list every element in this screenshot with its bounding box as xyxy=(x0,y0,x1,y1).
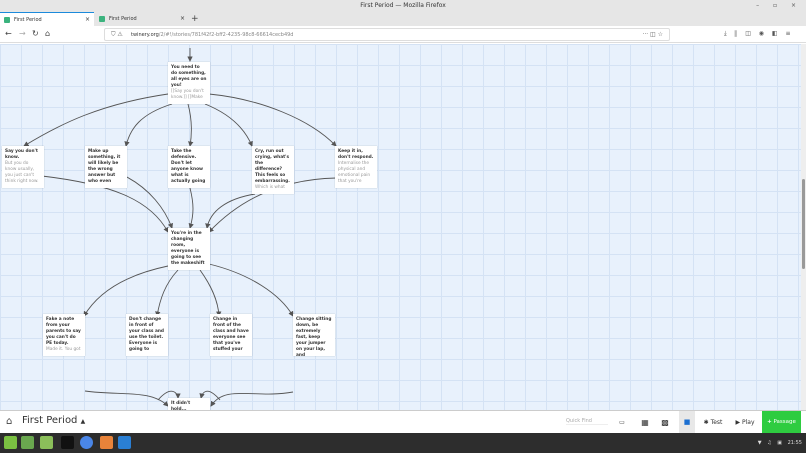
tab-strip: First Period × First Period × xyxy=(0,12,806,26)
passage-card[interactable]: Make up something, it will likely be the… xyxy=(85,146,127,188)
tab-label: First Period xyxy=(109,16,137,22)
url-host: twinery.org xyxy=(131,32,159,38)
firefox-icon[interactable] xyxy=(100,436,113,449)
bug-icon: ✱ xyxy=(703,419,709,426)
terminal-icon[interactable] xyxy=(61,436,74,449)
passage-card[interactable]: Fake a note from your parents to say you… xyxy=(43,314,85,356)
mint-menu-icon[interactable] xyxy=(4,436,17,449)
chromium-icon[interactable] xyxy=(80,436,93,449)
twine-favicon-icon xyxy=(4,17,10,23)
passage-card[interactable]: Don't change in front of your class and … xyxy=(126,314,168,356)
url-bar[interactable]: ⛉ ⚠ twinery.org/2/#!/stories/781f42f2-bff… xyxy=(104,28,670,41)
passage-card[interactable]: You need to do something, all eyes are o… xyxy=(168,62,210,104)
quick-find-input[interactable]: Quick Find xyxy=(566,418,608,425)
close-tab-icon[interactable]: × xyxy=(84,16,90,23)
passage-title: Keep it in, don't respond. xyxy=(338,149,374,160)
add-passage-label: Passage xyxy=(773,419,796,425)
home-button[interactable]: ⌂ xyxy=(45,29,51,38)
reload-button[interactable]: ↻ xyxy=(32,29,39,38)
passage-title: You're in the changing room, everyone is… xyxy=(171,231,205,266)
story-toolbar: ⌂ First Period ▲ Quick Find ▭ ▦ ▩ ■ ✱ Te… xyxy=(0,410,806,434)
tracking-shield-icon[interactable]: ⛉ ⚠ xyxy=(111,31,123,38)
tab-first-period-1[interactable]: First Period × xyxy=(0,12,94,26)
show-desktop-icon[interactable] xyxy=(21,436,34,449)
passage-excerpt: But you do know usually, you just can't … xyxy=(5,161,39,184)
test-button[interactable]: ✱ Test xyxy=(700,411,726,434)
passage-links xyxy=(23,48,337,407)
twine-favicon-icon xyxy=(99,16,105,22)
tray-icons[interactable]: ▼ ♫ ▣ xyxy=(757,440,782,446)
passage-card[interactable]: You're in the changing room, everyone is… xyxy=(168,228,210,270)
vscode-icon[interactable] xyxy=(118,436,131,449)
window-title: First Period — Mozilla Firefox xyxy=(360,2,446,9)
play-label: Play xyxy=(742,419,755,426)
passage-title: Don't change in front of your class and … xyxy=(129,317,164,352)
story-map-canvas[interactable]: You need to do something, all eyes are o… xyxy=(0,44,806,410)
nav-toolbar: ← → ↻ ⌂ ⛉ ⚠ twinery.org/2/#!/stories/781f… xyxy=(0,26,806,43)
home-icon[interactable]: ⌂ xyxy=(6,416,13,427)
tab-label: First Period xyxy=(14,17,42,23)
highlight-passages-icon[interactable]: ▭ xyxy=(619,419,625,426)
play-icon: ▶ xyxy=(735,419,741,426)
passage-card[interactable]: Change in front of the class and have ev… xyxy=(210,314,252,356)
window-controls[interactable]: – ▫ × xyxy=(756,2,802,9)
passage-title: Make up something, it will likely be the… xyxy=(88,149,121,184)
zoom-medium-grid-icon[interactable]: ▩ xyxy=(661,418,669,427)
passage-card[interactable]: It didn't hold... xyxy=(168,398,210,410)
new-tab-button[interactable]: + xyxy=(191,14,199,24)
back-button[interactable]: ← xyxy=(5,29,12,38)
passage-card[interactable]: Take the defensive. Don't let anyone kno… xyxy=(168,146,210,188)
play-button[interactable]: ▶ Play xyxy=(732,411,758,434)
passage-card[interactable]: Change sitting down, be extremely fast, … xyxy=(293,314,335,356)
scrollbar-thumb[interactable] xyxy=(802,179,805,269)
story-title-menu[interactable]: First Period ▲ xyxy=(22,415,85,426)
close-tab-icon[interactable]: × xyxy=(179,15,185,22)
plus-icon: + xyxy=(767,419,772,425)
passage-card[interactable]: Say you don't know.But you do know usual… xyxy=(2,146,44,188)
page-actions-icons[interactable]: ··· ◫ ☆ xyxy=(642,31,663,38)
passage-title: Take the defensive. Don't let anyone kno… xyxy=(171,149,206,184)
test-label: Test xyxy=(710,419,723,426)
tab-first-period-2[interactable]: First Period × xyxy=(95,12,189,26)
system-tray[interactable]: ▼ ♫ ▣ 21:55 xyxy=(758,433,802,453)
passage-title: Fake a note from your parents to say you… xyxy=(46,317,81,346)
passage-excerpt: Made it. You got xyxy=(46,347,81,352)
files-icon[interactable] xyxy=(40,436,53,449)
window-titlebar: First Period — Mozilla Firefox – ▫ × xyxy=(0,0,806,12)
passage-title: Change sitting down, be extremely fast, … xyxy=(296,317,332,356)
vertical-scrollbar[interactable] xyxy=(801,44,806,410)
passage-card[interactable]: Keep it in, don't respond.Internalise th… xyxy=(335,146,377,188)
passage-excerpt: Internalise the physical and emotional p… xyxy=(338,161,371,184)
passage-title: Say you don't know. xyxy=(5,149,38,160)
passage-title: It didn't hold... xyxy=(171,401,191,410)
story-title: First Period xyxy=(22,415,78,426)
taskbar: ▼ ♫ ▣ 21:55 xyxy=(0,433,806,453)
passage-excerpt: [[Say you don't know.]] [[Make xyxy=(171,89,204,100)
zoom-small-grid-icon[interactable]: ▦ xyxy=(641,418,649,427)
add-passage-button[interactable]: + Passage xyxy=(762,411,801,434)
passage-excerpt: Which is what xyxy=(255,185,285,190)
clock: 21:55 xyxy=(787,440,802,446)
passage-title: You need to do something, all eyes are o… xyxy=(171,65,207,88)
zoom-large-icon[interactable]: ■ xyxy=(679,411,695,434)
caret-up-icon: ▲ xyxy=(80,418,86,425)
passage-title: Cry, run out crying, what's the differen… xyxy=(255,149,290,184)
forward-button[interactable]: → xyxy=(19,29,26,38)
passage-card[interactable]: Cry, run out crying, what's the differen… xyxy=(252,146,294,194)
passage-title: Change in front of the class and have ev… xyxy=(213,317,249,352)
toolbar-extension-icons[interactable]: ⤓ ⫼ ◫ ◉ ◧ ≡ xyxy=(724,30,791,37)
url-path: /2/#!/stories/781f42f2-bff2-4235-98c8-66… xyxy=(158,32,294,38)
